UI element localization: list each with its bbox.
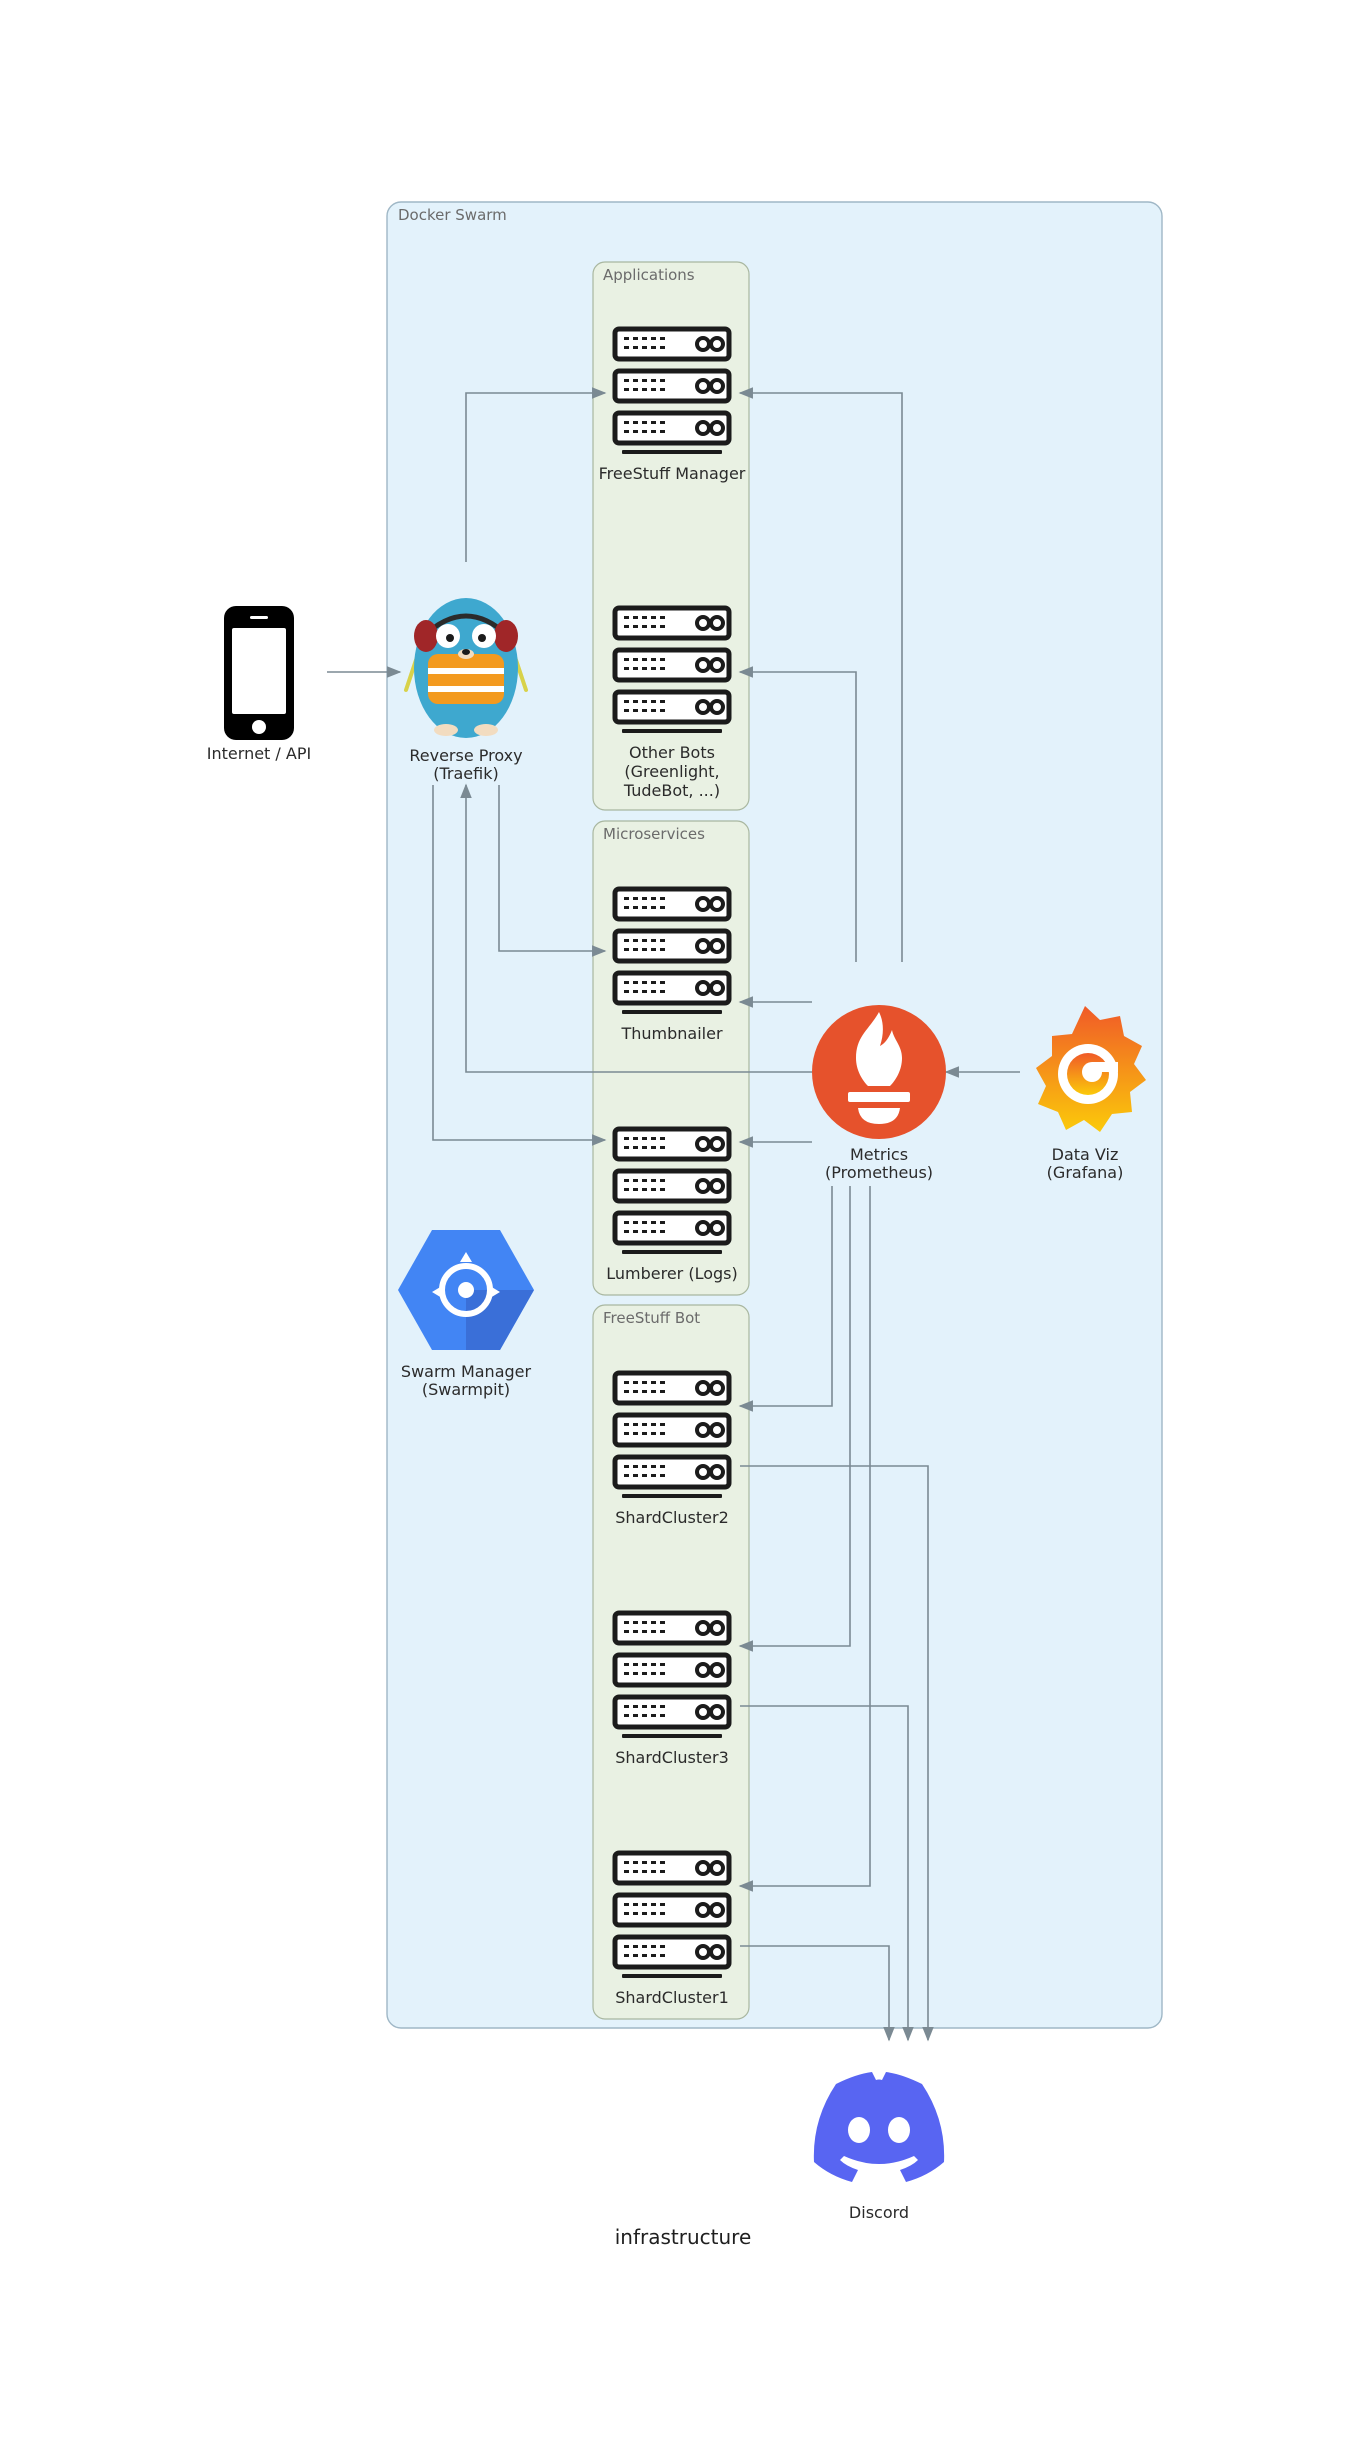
docker-swarm-label: Docker Swarm [398,206,507,224]
other-bots-label-line2: (Greenlight, [624,762,719,781]
server-rack-icon [615,889,729,1014]
discord-node: Discord [813,2072,945,2222]
edge-metrics-proxy [460,783,812,1073]
edge-proxy-manager [465,387,607,562]
discord-label: Discord [849,2203,909,2222]
edge-shard2-discord [740,1465,934,2042]
applications-label: Applications [603,266,695,284]
edge-proxy-thumbnailer [498,785,607,957]
swarmpit-label-line2: (Swarmpit) [422,1380,510,1399]
shard2-label: ShardCluster2 [615,1508,729,1527]
proxy-node: Reverse Proxy (Traefik) [404,598,528,783]
other-bots-label-line3: TudeBot, ...) [623,781,720,800]
shard3-label: ShardCluster3 [615,1748,729,1767]
freestuff-bot-label: FreeStuff Bot [603,1309,700,1327]
manager-label: FreeStuff Manager [599,464,746,483]
thumbnailer-label: Thumbnailer [620,1024,722,1043]
manager-node: FreeStuff Manager [599,329,746,483]
edge-shard3-discord [740,1705,914,2042]
lumberer-node: Lumberer (Logs) [606,1129,738,1283]
swarmpit-label-line1: Swarm Manager [401,1362,532,1381]
grafana-label-line1: Data Viz [1052,1145,1119,1164]
microservices-label: Microservices [603,825,705,843]
server-rack-icon [615,1373,729,1498]
edge-metrics-shard3 [738,1186,851,1652]
edge-shard1-discord [740,1945,895,2042]
edge-metrics-manager [738,387,903,962]
thumbnailer-node: Thumbnailer [615,889,729,1043]
other-bots-label-line1: Other Bots [629,743,715,762]
other-bots-node: Other Bots (Greenlight, TudeBot, ...) [615,608,729,800]
server-rack-icon [615,1129,729,1254]
edge-metrics-shard1 [738,1186,871,1892]
server-rack-icon [615,608,729,733]
shard2-node: ShardCluster2 [615,1373,729,1527]
server-rack-icon [615,1853,729,1978]
lumberer-label: Lumberer (Logs) [606,1264,738,1283]
swarmpit-node: Swarm Manager (Swarmpit) [398,1230,534,1399]
shard3-node: ShardCluster3 [615,1613,729,1767]
mobile-phone-icon [224,606,294,740]
metrics-label-line1: Metrics [850,1145,908,1164]
docker-swarm-cluster [386,201,1163,2029]
internet-label: Internet / API [207,744,311,763]
server-rack-icon [615,329,729,454]
metrics-node: Metrics (Prometheus) [812,1005,946,1182]
server-rack-icon [615,1613,729,1738]
internet-node: Internet / API [207,606,311,763]
edges [327,387,1020,2042]
swarmpit-icon [398,1230,534,1350]
grafana-icon [1036,1006,1146,1132]
traefik-gopher-icon [404,598,528,738]
edge-metrics-otherbots [738,666,857,962]
edge-metrics-shard2 [738,1186,833,1412]
diagram-title: infrastructure [615,2225,752,2249]
prometheus-icon [812,1005,946,1139]
proxy-label-line1: Reverse Proxy [409,746,522,765]
shard1-node: ShardCluster1 [615,1853,729,2007]
proxy-label-line2: (Traefik) [433,764,498,783]
discord-icon [813,2072,945,2182]
shard1-label: ShardCluster1 [615,1988,729,2007]
grafana-label-line2: (Grafana) [1047,1163,1124,1182]
grafana-node: Data Viz (Grafana) [1036,1006,1146,1182]
metrics-label-line2: (Prometheus) [825,1163,933,1182]
edge-proxy-lumberer [432,785,607,1146]
